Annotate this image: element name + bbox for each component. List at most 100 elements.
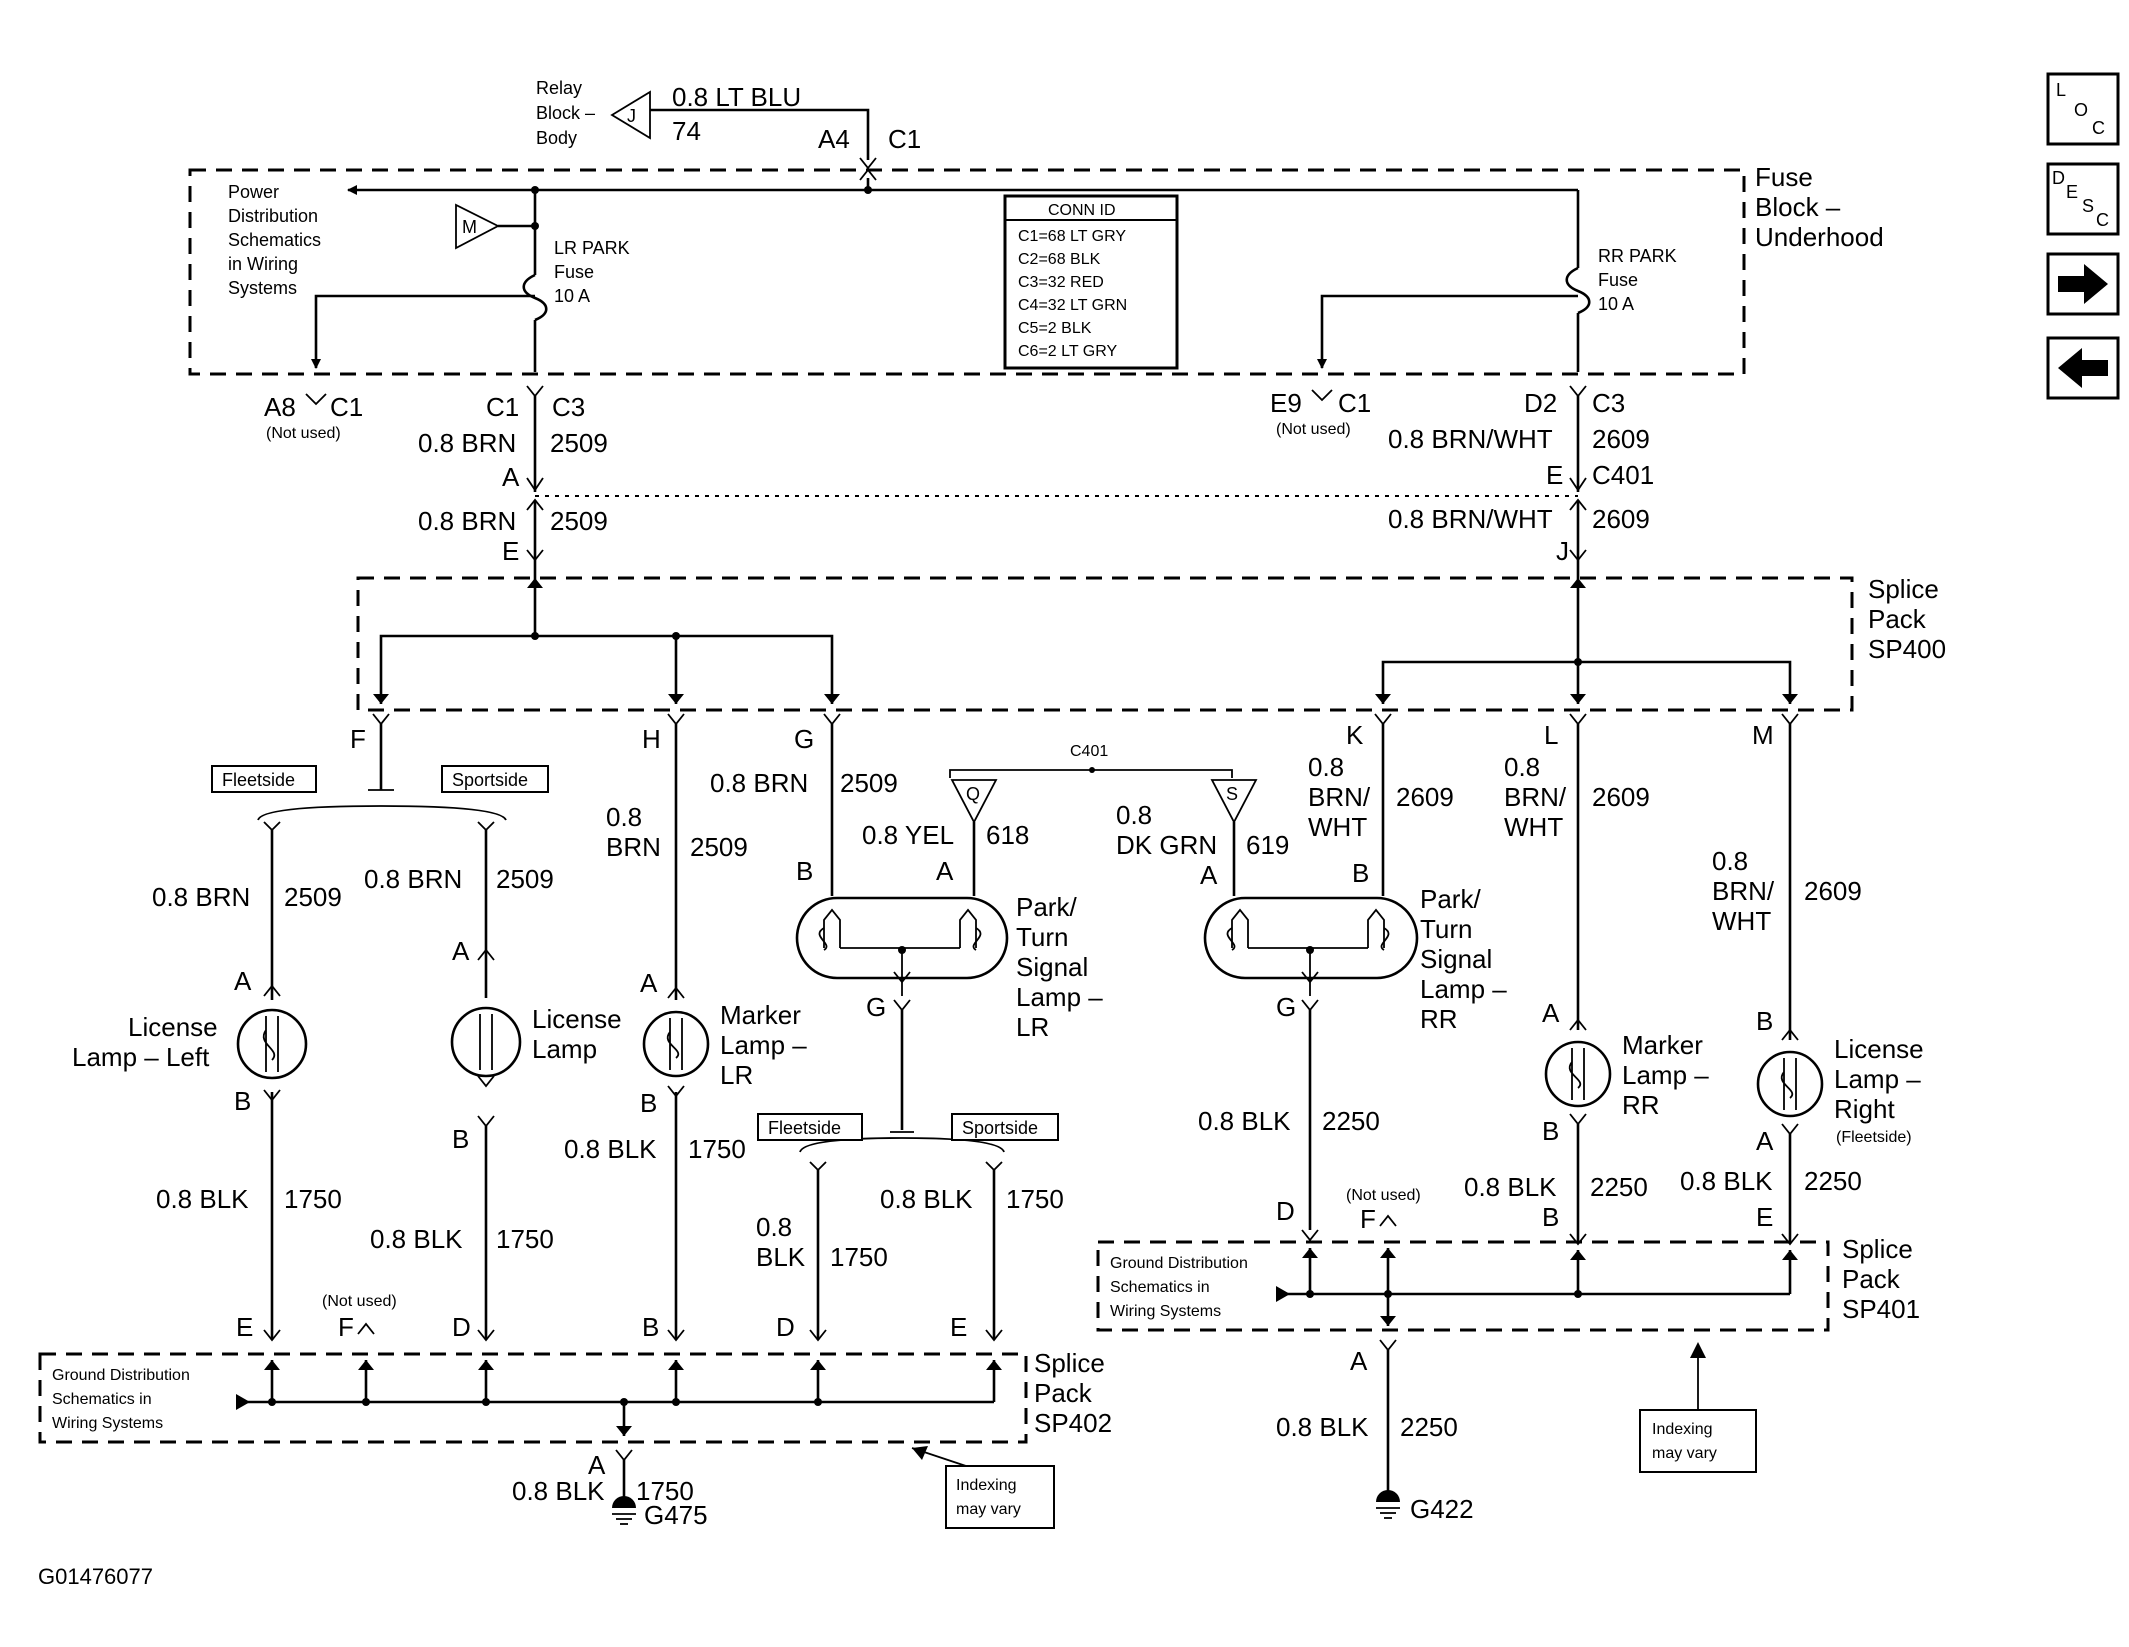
k-wire-2: BRN/ xyxy=(1308,782,1371,812)
fleetside-label-mid: Fleetside xyxy=(768,1118,841,1138)
feed-cavity: A4 xyxy=(818,124,850,154)
k-wire-1: 0.8 xyxy=(1308,752,1344,782)
power-dist-1: Power xyxy=(228,182,279,202)
park-lr-5: LR xyxy=(1016,1012,1049,1042)
sp400-pin-k: K xyxy=(1346,720,1364,750)
h-wire-1: 0.8 xyxy=(606,802,642,832)
license-left-ground-circuit: 1750 xyxy=(284,1184,342,1214)
l-wire-2: BRN/ xyxy=(1504,782,1567,812)
m-branch: 0.8 BRN/ WHT 2609 B License Lamp – Right… xyxy=(1680,724,1924,1244)
g-wire: 0.8 BRN xyxy=(710,768,808,798)
lr-out-cavity: C1 xyxy=(486,392,519,422)
g475-wire: 0.8 BLK xyxy=(512,1476,605,1506)
mid-fleet-blk-2: BLK xyxy=(756,1242,806,1272)
c401-left-wire-1: 0.8 BRN xyxy=(418,428,516,458)
sportside-label-mid: Sportside xyxy=(962,1118,1038,1138)
marker-rr-2: Lamp – xyxy=(1622,1060,1709,1090)
nav-back-button[interactable] xyxy=(2046,336,2120,400)
figure-id: G01476077 xyxy=(38,1564,153,1589)
sp402-indexing-box xyxy=(945,1465,1055,1529)
license-pin-b: B xyxy=(452,1124,469,1154)
yel-circuit: 618 xyxy=(986,820,1029,850)
park-rr-pin-g: G xyxy=(1276,992,1296,1022)
c401-right-wire-2: 0.8 BRN/WHT xyxy=(1388,504,1553,534)
nav-forward-button[interactable] xyxy=(2046,252,2120,316)
splice-pack-sp402: Splice Pack SP402 Ground Distribution Sc… xyxy=(38,1293,1112,1530)
sp400-title-2: Pack xyxy=(1868,604,1927,634)
park-lr-pin-g: G xyxy=(866,992,886,1022)
sp402-pin-b: B xyxy=(642,1312,659,1342)
relay-block-label-2: Block – xyxy=(536,103,595,123)
feed-circuit: 74 xyxy=(672,116,701,146)
g-circuit: 2509 xyxy=(840,768,898,798)
desc-letter-4: C xyxy=(2096,210,2109,230)
lr-out-connector: C3 xyxy=(552,392,585,422)
sp402-title-2: Pack xyxy=(1034,1378,1093,1408)
park-lr-pin-a: A xyxy=(936,856,954,886)
sp400-title-3: SP400 xyxy=(1868,634,1946,664)
sp401-gd-3: Wiring Systems xyxy=(1110,1303,1221,1320)
mid-sport-blk: 0.8 BLK xyxy=(880,1184,973,1214)
s-label: S xyxy=(1226,784,1238,804)
sp401-indexing-1: Indexing xyxy=(1652,1421,1713,1438)
s-connector xyxy=(1210,779,1258,824)
lr-fuse-3: 10 A xyxy=(554,286,590,306)
sp401-indexing-box xyxy=(1639,1409,1757,1473)
g475-circuit: 1750 xyxy=(636,1476,694,1506)
fuse-block-title-3: Underhood xyxy=(1755,222,1884,252)
sp400-pin-m: M xyxy=(1752,720,1774,750)
park-rr-pin-b: B xyxy=(1352,858,1369,888)
park-lr-1: Park/ xyxy=(1016,892,1077,922)
park-rr-ground-wire: 0.8 BLK xyxy=(1198,1106,1291,1136)
loc-letter-3: C xyxy=(2092,118,2105,138)
nav-loc-button[interactable]: L O C xyxy=(2046,72,2120,146)
license-right-ground-circuit: 2250 xyxy=(1804,1166,1862,1196)
nav-desc-button[interactable]: D E S C xyxy=(2046,162,2120,236)
m-circuit: 2609 xyxy=(1804,876,1862,906)
sp402-gd-3: Wiring Systems xyxy=(52,1415,163,1432)
a8-cavity: A8 xyxy=(264,392,296,422)
mid-fleet-circuit: 1750 xyxy=(830,1242,888,1272)
sp402-indexing-1: Indexing xyxy=(956,1477,1017,1494)
sp401-pin-e: E xyxy=(1756,1202,1773,1232)
marker-rr-ground-wire: 0.8 BLK xyxy=(1464,1172,1557,1202)
rr-fuse-2: Fuse xyxy=(1598,270,1638,290)
loc-letter-1: L xyxy=(2056,80,2066,100)
license-left-pin-a: A xyxy=(234,966,252,996)
fuse-block-title-1: Fuse xyxy=(1755,162,1813,192)
license-left-pin-b: B xyxy=(234,1086,251,1116)
e9-not-used: (Not used) xyxy=(1276,421,1351,438)
sp402-pin-d-left: D xyxy=(452,1312,471,1342)
lr-fuse-2: Fuse xyxy=(554,262,594,282)
license-lamp-2: Lamp xyxy=(532,1034,597,1064)
relay-pin-label: J xyxy=(627,106,636,126)
license-left-1: License xyxy=(128,1012,218,1042)
grn-circuit: 619 xyxy=(1246,830,1289,860)
marker-lr-3: LR xyxy=(720,1060,753,1090)
c401-right-wire-1: 0.8 BRN/WHT xyxy=(1388,424,1553,454)
license-right-pin-b: B xyxy=(1756,1006,1773,1036)
ground-symbol-g475 xyxy=(612,1496,636,1525)
q-connector xyxy=(950,779,998,824)
k-branch: 0.8 BRN/ WHT 2609 B Park/ Turn Signal La… xyxy=(1198,724,1507,1230)
park-lamp-rr-housing xyxy=(1203,896,1419,980)
g422-wire: 0.8 BLK xyxy=(1276,1412,1369,1442)
g475-pin-a: A xyxy=(588,1450,606,1480)
fleetside-label-left: Fleetside xyxy=(222,770,295,790)
sp402-pin-d-right: D xyxy=(776,1312,795,1342)
f-branch: Fleetside Sportside 0.8 BRN 2509 A Licen… xyxy=(72,724,622,1340)
sp402-not-used: (Not used) xyxy=(322,1293,397,1310)
splice-pack-sp400: Splice Pack SP400 xyxy=(356,574,1946,712)
sp401-gd-1: Ground Distribution xyxy=(1110,1255,1248,1272)
a8-not-used: (Not used) xyxy=(266,425,341,442)
rr-out-connector: C3 xyxy=(1592,388,1625,418)
fleetside-tag-mid xyxy=(757,1113,863,1141)
g475-label: G475 xyxy=(644,1500,708,1530)
m-terminal-symbol xyxy=(455,203,500,250)
sp401-not-used: (Not used) xyxy=(1346,1187,1421,1204)
sp401-title-2: Pack xyxy=(1842,1264,1901,1294)
fleet-circuit: 2509 xyxy=(284,882,342,912)
relay-pin-symbol xyxy=(610,90,651,140)
e9-connector: C1 xyxy=(1338,388,1371,418)
